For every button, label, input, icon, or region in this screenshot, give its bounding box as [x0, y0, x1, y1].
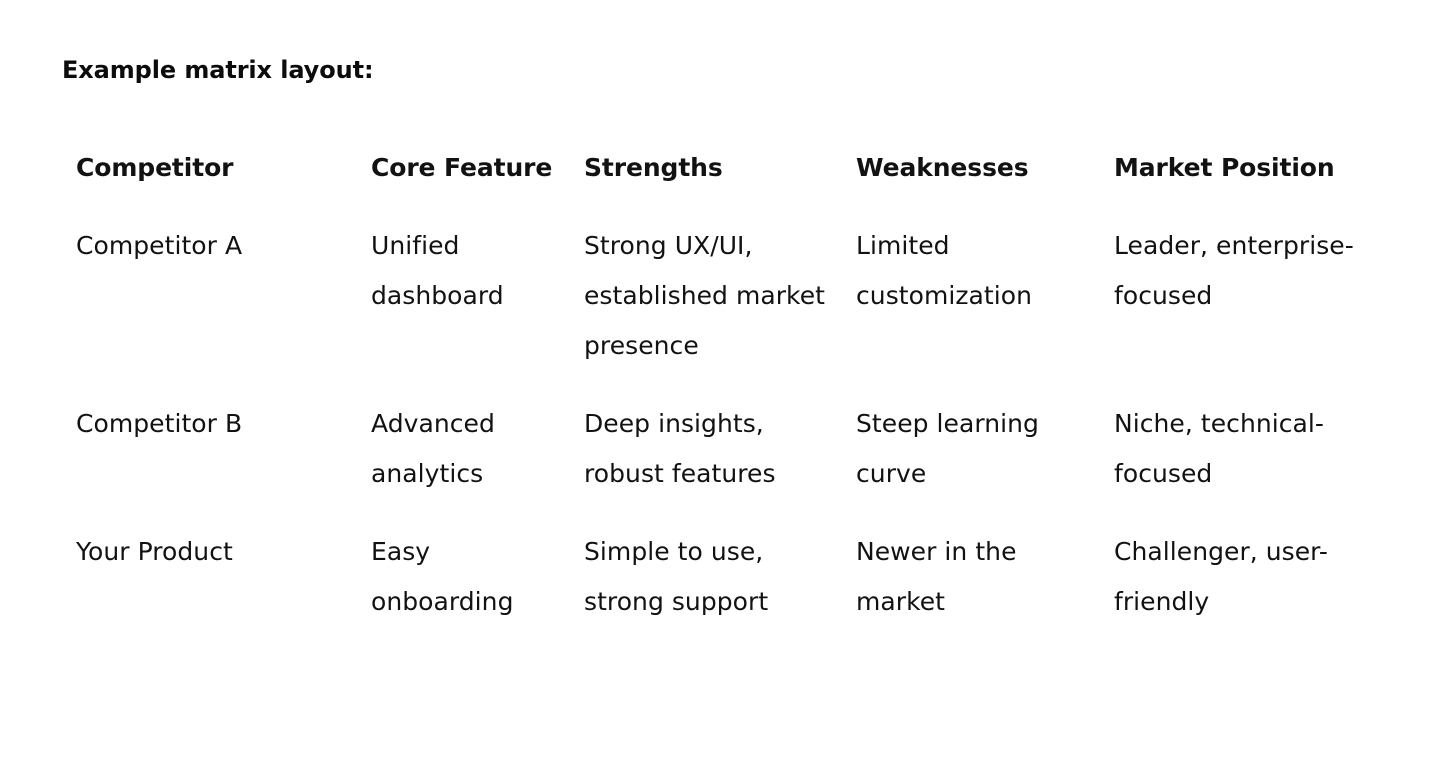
table-row: Competitor B Advanced analytics Deep ins…: [76, 399, 1406, 527]
cell-weaknesses: Steep learning curve: [856, 409, 1039, 488]
cell-strengths: Simple to use, strong support: [584, 537, 769, 616]
competitive-matrix-table: Competitor Core Feature Strengths Weakne…: [76, 143, 1406, 627]
table-header: Competitor Core Feature Strengths Weakne…: [76, 143, 1406, 221]
cell-core-feature: Advanced analytics: [371, 409, 495, 488]
column-header-market-position: Market Position: [1114, 153, 1335, 182]
cell-market-position: Challenger, user-friendly: [1114, 537, 1328, 616]
table-row: Competitor A Unified dashboard Strong UX…: [76, 221, 1406, 399]
cell-market-position: Niche, technical-focused: [1114, 409, 1324, 488]
cell-competitor: Competitor B: [76, 409, 243, 438]
column-header-weaknesses: Weaknesses: [856, 153, 1029, 182]
cell-core-feature: Unified dashboard: [371, 231, 504, 310]
cell-strengths: Deep insights, robust features: [584, 409, 776, 488]
table-header-row: Competitor Core Feature Strengths Weakne…: [76, 143, 1406, 221]
cell-weaknesses: Limited customization: [856, 231, 1032, 310]
column-header-strengths: Strengths: [584, 153, 723, 182]
cell-competitor: Your Product: [76, 537, 233, 566]
table-body: Competitor A Unified dashboard Strong UX…: [76, 221, 1406, 627]
cell-strengths: Strong UX/UI, established market presenc…: [584, 231, 825, 360]
column-header-competitor: Competitor: [76, 153, 234, 182]
cell-market-position: Leader, enterprise-focused: [1114, 231, 1354, 310]
cell-core-feature: Easy onboarding: [371, 537, 514, 616]
page-title: Example matrix layout:: [62, 56, 374, 84]
column-header-core-feature: Core Feature: [371, 153, 553, 182]
table-row: Your Product Easy onboarding Simple to u…: [76, 527, 1406, 627]
cell-weaknesses: Newer in the market: [856, 537, 1017, 616]
cell-competitor: Competitor A: [76, 231, 243, 260]
